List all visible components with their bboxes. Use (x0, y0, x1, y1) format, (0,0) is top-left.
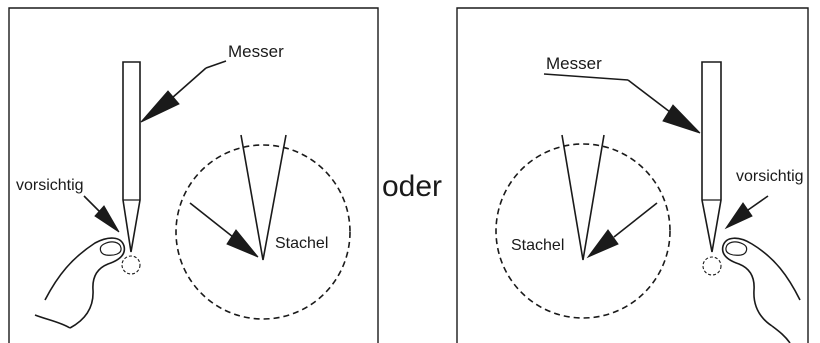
right-hand-nail (725, 241, 748, 256)
left-tip-circle (121, 255, 141, 275)
right-hand (721, 237, 801, 343)
right-spine-arrow-shaft (613, 202, 658, 238)
left-hand-thumb (34, 314, 71, 329)
left-knife-arrowhead (140, 90, 180, 123)
left-knife-blade (122, 61, 141, 253)
right-careful-arrowhead (724, 202, 753, 230)
left-spine-shape (240, 134, 287, 261)
right-hand-finger (721, 237, 801, 327)
left-careful-arrow-shaft (83, 195, 101, 213)
left-hand-nail (99, 241, 122, 256)
right-careful-label: vorsichtig (736, 168, 804, 185)
right-knife-label: Messer (546, 54, 602, 73)
right-zoom-circle (495, 143, 671, 319)
left-careful-arrowhead (94, 205, 120, 233)
right-knife-arrowhead (662, 104, 701, 134)
left-knife (122, 61, 141, 253)
right-knife-arrow-shaft (627, 79, 671, 113)
right-knife-blade (701, 61, 722, 253)
right-spine-label: Stachel (511, 237, 564, 254)
left-knife-label: Messer (228, 42, 284, 61)
right-spine-arrowhead (586, 229, 619, 259)
left-spine-arrow-shaft (189, 202, 234, 238)
right-panel-frame (456, 7, 809, 343)
left-hand (34, 237, 126, 329)
left-spine-arrowhead (226, 229, 259, 258)
right-knife-label-underline (543, 73, 629, 81)
left-hand-finger (44, 237, 126, 329)
left-careful-label: vorsichtig (16, 177, 84, 194)
right-hand-thumb (771, 325, 791, 343)
left-zoom-circle (175, 144, 351, 320)
right-panel: Messer vorsichtig Stachel (456, 7, 809, 343)
left-panel: Messer vorsichtig Stachel (8, 7, 379, 343)
left-panel-frame (8, 7, 379, 343)
right-careful-arrow-shaft (747, 195, 769, 211)
left-spine-label: Stachel (275, 235, 328, 252)
right-spine-shape (561, 134, 605, 261)
connector-label: oder (382, 170, 442, 203)
left-knife-arrow-shaft (171, 67, 207, 99)
left-knife-label-underline (205, 60, 227, 69)
right-tip-circle (702, 256, 722, 276)
right-knife (701, 61, 722, 253)
